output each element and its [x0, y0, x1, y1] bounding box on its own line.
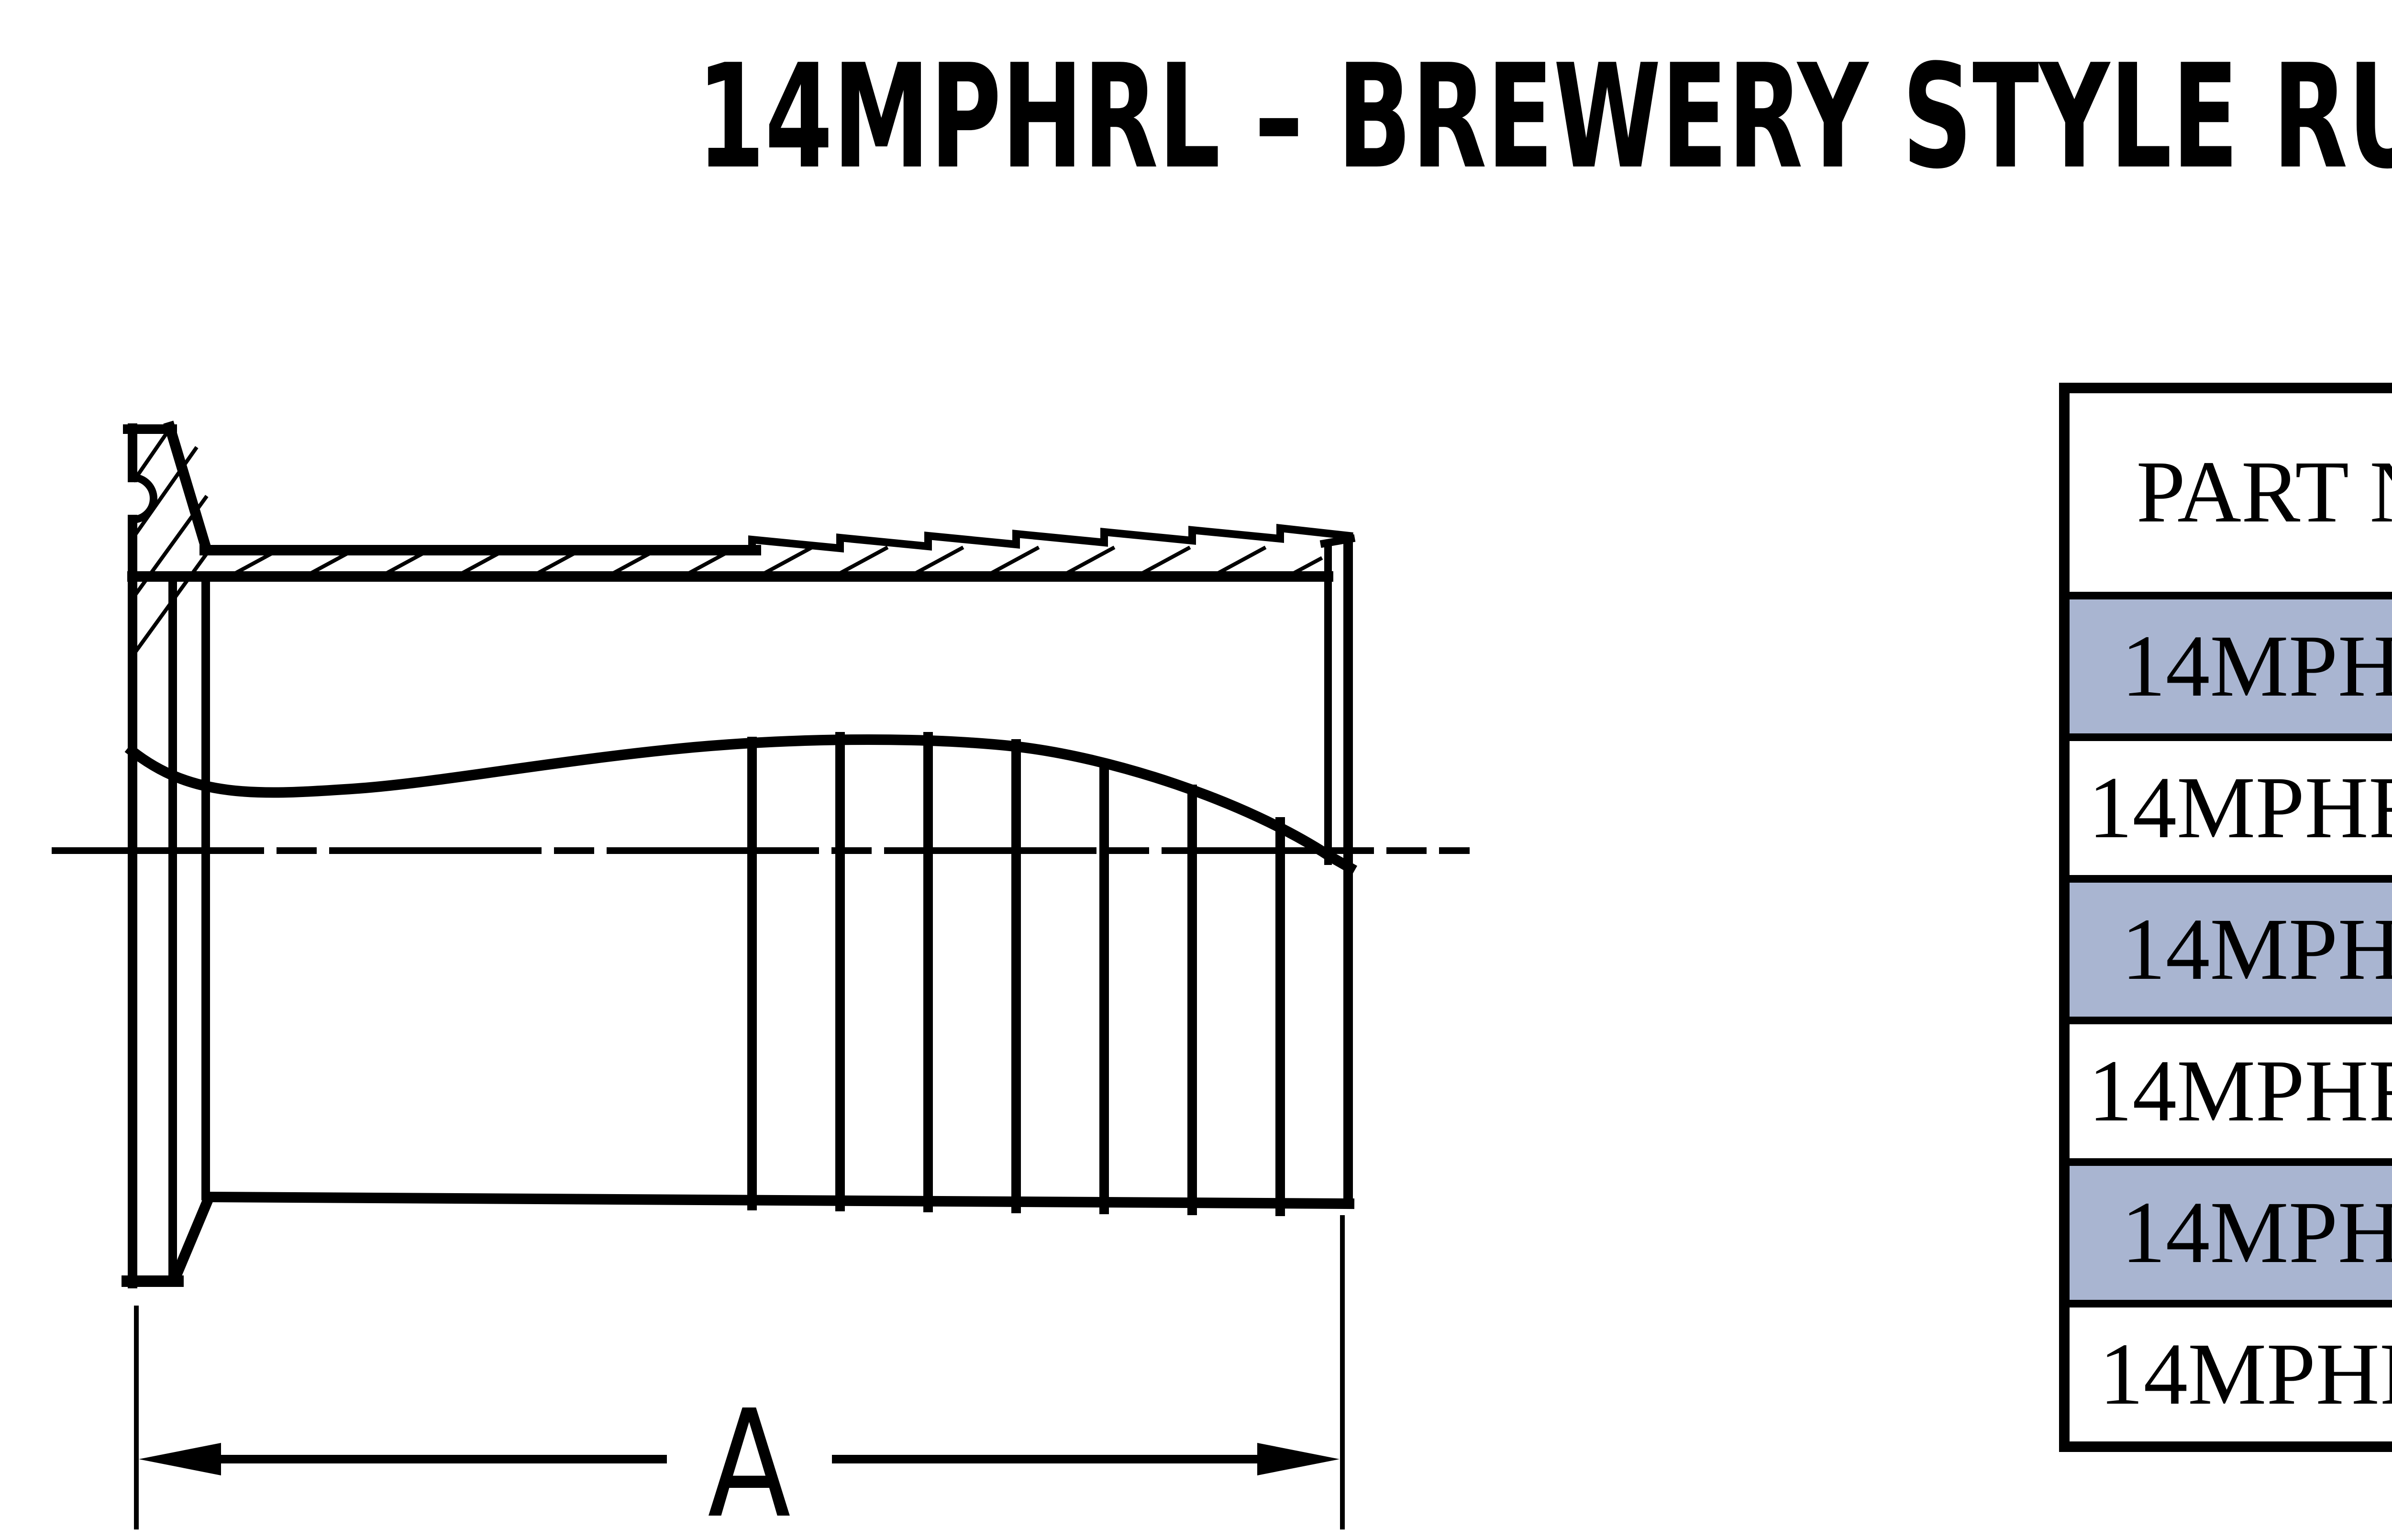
page-title: 14MPHRL – BREWERY STYLE RUBBER HOSE ADAP… [697, 33, 2392, 200]
col-header-part-number: PART NUMBER [2070, 393, 2392, 592]
body-bottom-edge [203, 1191, 1355, 1209]
barb-end-cap [1319, 534, 1356, 1206]
table-cell-part: 14MPHRL-3X4.5 [2070, 1166, 2392, 1300]
ferrule-flange [122, 421, 216, 1288]
tube-wall [127, 524, 1353, 582]
barb-teeth-profile [748, 524, 1353, 554]
table-cell-part: 14MPHRL-2X4.5 [2070, 883, 2392, 1017]
dimension-a: A [134, 1215, 1345, 1540]
arrowhead-left [139, 1443, 221, 1475]
arrowhead-right [1257, 1443, 1340, 1475]
flange-hatching [132, 429, 209, 654]
gasket-notch-arc [128, 473, 157, 524]
table-cell-part: 14MPHRL-1X3.5 [2070, 599, 2392, 733]
tube-wall-hatching [222, 545, 1323, 582]
break-curve [124, 734, 1358, 875]
hose-barb-ribs [747, 732, 1285, 1216]
table-cell-part: 14MPHRL-1.5X3.5 [2070, 741, 2392, 875]
header-line1: PART NUMBER [2136, 443, 2392, 542]
table-cell-part: 14MPHRL-4X6.25 [2070, 1307, 2392, 1441]
table-cell-part: 14MPHRL-2.5X4.5 [2070, 1024, 2392, 1158]
spec-table: PART NUMBER SIZE (inches) A (inches) 14M… [2059, 383, 2392, 1452]
dimension-a-label: A [708, 1378, 791, 1540]
